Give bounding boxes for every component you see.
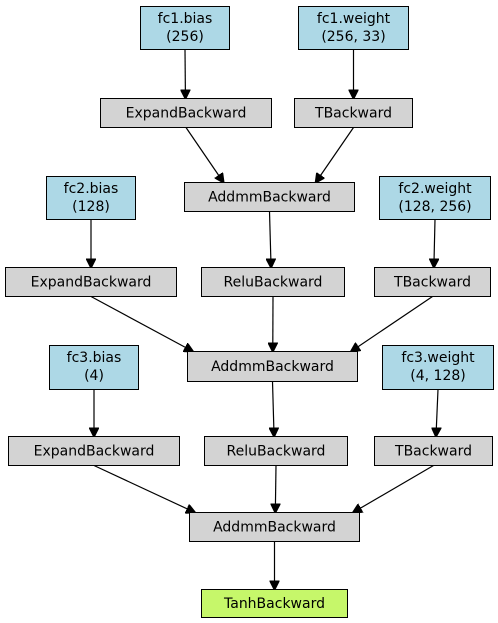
node-addmm2: AddmmBackward xyxy=(187,351,358,382)
node-box xyxy=(187,351,358,382)
node-shape-text: (256) xyxy=(166,29,204,45)
node-tanh: TanhBackward xyxy=(201,589,348,618)
node-box xyxy=(184,182,355,212)
node-expand1: ExpandBackward xyxy=(100,98,272,128)
node-box xyxy=(8,436,180,466)
node-shape-text: (128) xyxy=(72,199,110,215)
node-label: fc1.bias xyxy=(158,11,213,27)
node-box xyxy=(204,436,348,466)
node-label: ExpandBackward xyxy=(34,444,155,460)
node-box xyxy=(46,176,136,220)
node-shape-text: (128, 256) xyxy=(398,199,471,215)
node-fc1-bias: fc1.bias (256) xyxy=(140,6,230,50)
node-label: AddmmBackward xyxy=(213,520,336,536)
node-label: TBackward xyxy=(314,106,392,122)
node-label: AddmmBackward xyxy=(211,359,334,375)
node-box xyxy=(374,436,493,466)
node-t2: TBackward xyxy=(374,267,491,297)
edge-t1-to-addmm1 xyxy=(316,127,354,183)
node-label: ReluBackward xyxy=(227,444,326,460)
node-fc3-weight: fc3.weight (4, 128) xyxy=(382,345,494,390)
node-label: fc3.bias xyxy=(67,350,122,366)
node-label: fc2.bias xyxy=(64,181,119,197)
edge-t3-to-addmm3 xyxy=(353,464,434,513)
node-t1: TBackward xyxy=(294,98,413,128)
node-label: TBackward xyxy=(394,444,472,460)
node-box xyxy=(298,6,409,50)
edge-relu2-to-addmm3 xyxy=(275,465,276,513)
node-fc3-bias: fc3.bias (4) xyxy=(49,345,139,390)
node-relu2: ReluBackward xyxy=(204,436,348,466)
node-box xyxy=(49,345,139,390)
node-label: TanhBackward xyxy=(223,596,325,612)
edge-addmm2-to-relu2 xyxy=(273,381,275,437)
nodes-layer: fc1.bias (256) fc1.weight (256, 33) ExpandBa… xyxy=(5,6,494,618)
edge-expand3-to-addmm3 xyxy=(93,464,195,513)
node-relu1: ReluBackward xyxy=(201,267,345,297)
node-label: AddmmBackward xyxy=(208,190,331,206)
node-addmm1: AddmmBackward xyxy=(184,182,355,212)
node-box xyxy=(294,98,413,128)
node-box xyxy=(140,6,230,50)
node-expand3: ExpandBackward xyxy=(8,436,180,466)
node-label: fc1.weight xyxy=(317,11,391,27)
edge-expand2-to-addmm2 xyxy=(90,295,193,352)
node-shape-text: (256, 33) xyxy=(321,29,385,45)
node-label: ReluBackward xyxy=(224,275,323,291)
node-box xyxy=(189,512,360,542)
node-fc2-bias: fc2.bias (128) xyxy=(46,176,136,220)
node-box xyxy=(201,267,345,297)
node-shape-text: (4) xyxy=(84,368,104,384)
edge-addmm1-to-relu1 xyxy=(270,211,272,268)
node-label: ExpandBackward xyxy=(31,275,152,291)
node-fc2-weight: fc2.weight (128, 256) xyxy=(379,176,491,220)
edge-expand1-to-addmm1 xyxy=(185,127,224,183)
node-addmm3: AddmmBackward xyxy=(189,512,360,542)
node-t3: TBackward xyxy=(374,436,493,466)
node-label: ExpandBackward xyxy=(126,106,247,122)
node-box xyxy=(379,176,491,220)
node-fc1-weight: fc1.weight (256, 33) xyxy=(298,6,409,50)
node-box xyxy=(201,589,348,618)
node-label: fc3.weight xyxy=(401,350,475,366)
edge-fc2-weight-to-t2 xyxy=(434,219,435,268)
node-shape-text: (4, 128) xyxy=(410,368,465,384)
edge-fc3-weight-to-t3 xyxy=(436,389,438,437)
edges-layer xyxy=(90,49,438,590)
node-box xyxy=(382,345,494,390)
edge-t2-to-addmm2 xyxy=(351,296,433,352)
node-box xyxy=(100,98,272,128)
node-expand2: ExpandBackward xyxy=(5,267,177,297)
node-label: fc2.weight xyxy=(398,181,472,197)
node-label: TBackward xyxy=(393,275,471,291)
node-box xyxy=(5,267,177,297)
node-box xyxy=(374,267,491,297)
